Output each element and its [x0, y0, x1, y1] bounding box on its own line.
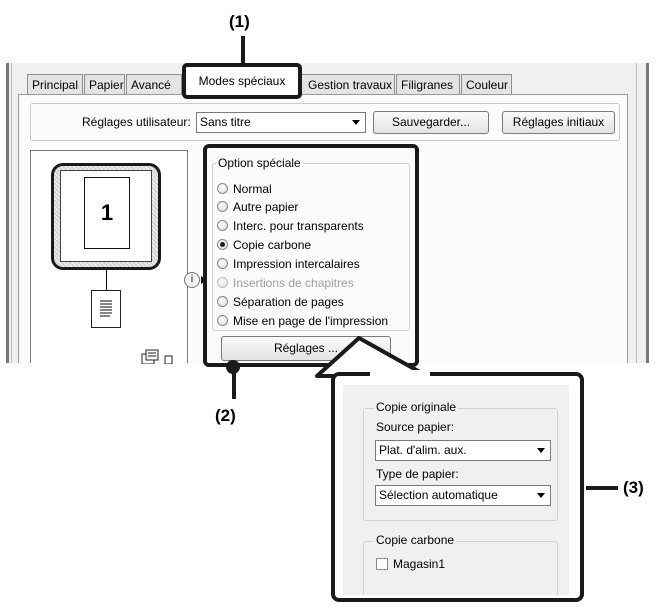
type-papier-select[interactable]: Sélection automatique	[375, 485, 551, 506]
tab-modes-speciaux[interactable]: Modes spéciaux	[182, 63, 302, 99]
magasin1-label: Magasin1	[393, 557, 446, 571]
user-settings-label: Réglages utilisateur:	[82, 115, 191, 129]
copie-carbone-groupbox	[363, 541, 558, 595]
callout-line-3	[586, 486, 618, 490]
radio-copie-carbone[interactable]	[217, 239, 228, 250]
page-preview: 1	[84, 177, 130, 249]
magasin1-checkbox[interactable]	[376, 558, 388, 570]
callout-line-1	[241, 36, 245, 65]
tab-couleur[interactable]: Couleur	[461, 74, 512, 94]
document-lines-icon	[100, 300, 112, 317]
source-papier-label: Source papier:	[376, 420, 455, 434]
radio-insertions-chapitres	[217, 277, 228, 288]
chevron-down-icon	[537, 492, 545, 498]
popup-pointer-seam	[370, 370, 430, 378]
tab-avance[interactable]: Avancé	[126, 74, 182, 94]
frame-edge-right	[636, 63, 637, 363]
callout-label-1: (1)	[229, 12, 250, 31]
radio-autre-papier[interactable]	[217, 201, 228, 212]
tab-principal[interactable]: Principal	[27, 74, 83, 94]
source-papier-select[interactable]: Plat. d'alim. aux.	[375, 440, 551, 461]
radio-normal[interactable]	[217, 183, 228, 194]
save-settings-button[interactable]: Sauvegarder...	[373, 111, 489, 134]
tab-papier[interactable]: Papier	[84, 74, 125, 94]
document-icon	[91, 290, 121, 328]
callout-dot-2	[226, 360, 240, 374]
special-option-legend: Option spéciale	[216, 156, 303, 170]
initial-settings-button[interactable]: Réglages initiaux	[502, 111, 615, 134]
special-option-highlight	[203, 144, 419, 367]
tab-gestion-travaux[interactable]: Gestion travaux	[301, 74, 395, 94]
radio-interc-transparents[interactable]	[217, 220, 228, 231]
radio-separation-pages[interactable]	[217, 296, 228, 307]
radio-impression-intercalaires[interactable]	[217, 258, 228, 269]
user-settings-value: Sans titre	[200, 115, 251, 129]
preview-connector	[106, 269, 107, 291]
output-tray-icon	[138, 348, 174, 367]
special-option-groupbox	[212, 163, 410, 331]
callout-label-3: (3)	[623, 478, 644, 497]
info-icon[interactable]: i	[184, 272, 200, 288]
frame-edge-left	[11, 63, 12, 363]
copie-originale-legend: Copie originale	[374, 400, 459, 414]
copie-carbone-legend: Copie carbone	[374, 533, 457, 547]
chevron-down-icon	[537, 447, 545, 453]
user-settings-select[interactable]: Sans titre	[196, 112, 366, 133]
type-papier-label: Type de papier:	[376, 467, 459, 481]
chevron-down-icon	[352, 119, 360, 125]
source-papier-value: Plat. d'alim. aux.	[379, 443, 467, 457]
type-papier-value: Sélection automatique	[379, 488, 498, 502]
user-settings-group	[30, 103, 620, 141]
callout-label-2: (2)	[215, 406, 236, 425]
copie-originale-groupbox	[363, 408, 558, 521]
callout-line-2	[232, 365, 236, 399]
radio-mise-en-page[interactable]	[217, 315, 228, 326]
tab-filigranes[interactable]: Filigranes	[396, 74, 460, 94]
